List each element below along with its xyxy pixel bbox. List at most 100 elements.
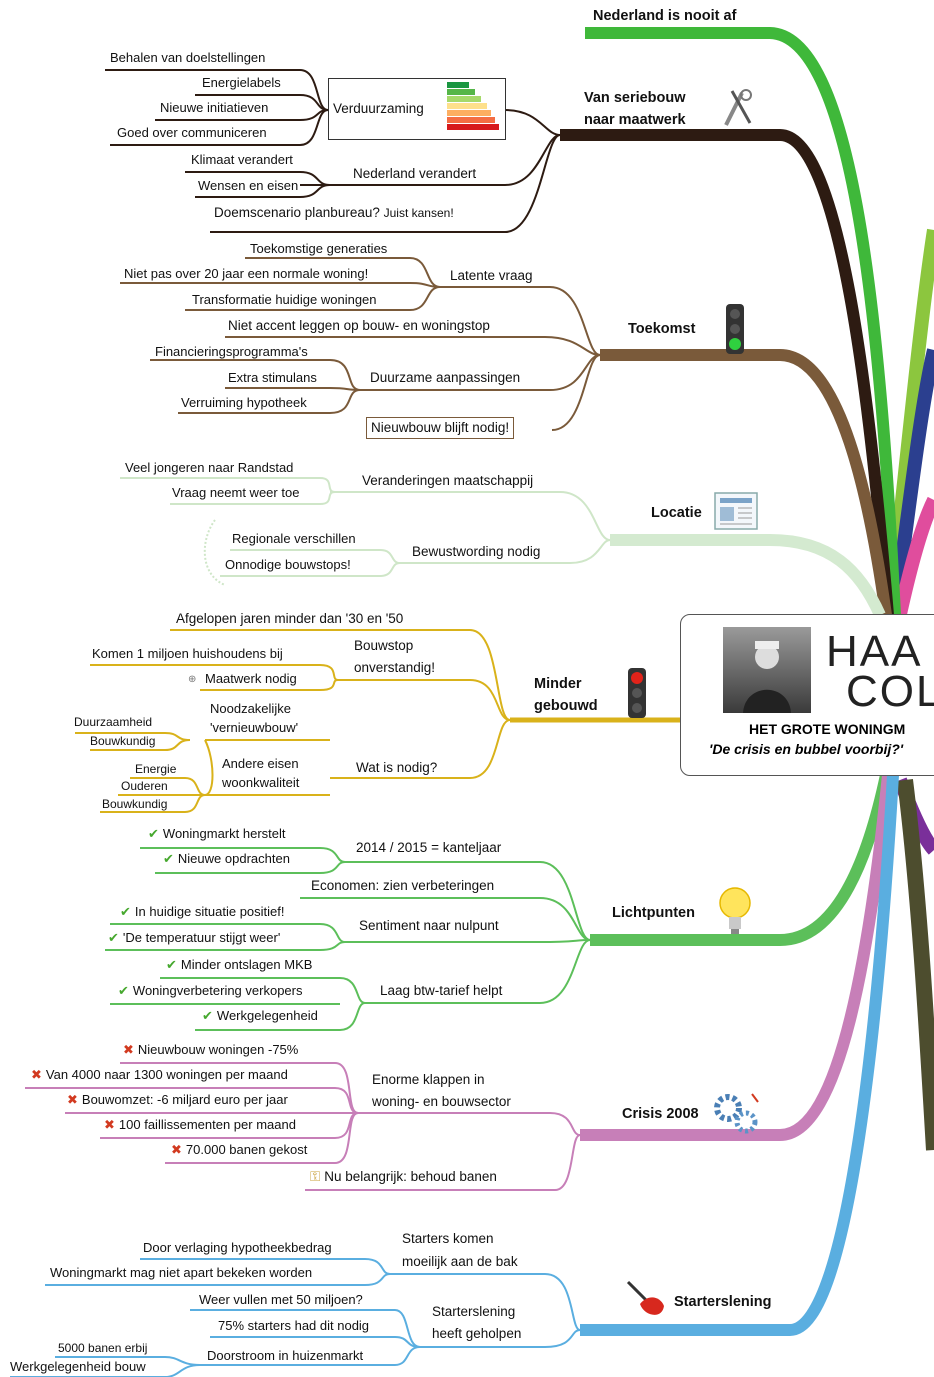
branch-lichtpunten[interactable]: Lichtpunten [612,905,695,921]
leaf-bouwkundig-2[interactable]: Bouwkundig [102,797,168,811]
node-noodzakelijke-line2[interactable]: 'vernieuwbouw' [210,720,299,735]
node-bewustwording[interactable]: Bewustwording nodig [412,544,541,559]
node-noodzakelijke-line1[interactable]: Noodzakelijke [210,701,291,716]
leaf-4000[interactable]: ✖Van 4000 naar 1300 woningen per maand [31,1067,288,1083]
branch-nooit-af[interactable]: Nederland is nooit af [593,8,737,24]
leaf-vraag-neemt-toe[interactable]: Vraag neemt weer toe [172,485,300,500]
leaf-generaties[interactable]: Toekomstige generaties [250,241,388,256]
leaf-energielabels[interactable]: Energielabels [202,75,281,90]
leaf-financiering[interactable]: Financieringsprogramma's [155,344,308,359]
leaf-doorstroom[interactable]: Doorstroom in huizenmarkt [207,1348,364,1363]
leaf-wensen[interactable]: Wensen en eisen [198,178,299,193]
branch-minder-line2[interactable]: gebouwd [534,698,598,714]
branch-toekomst[interactable]: Toekomst [628,321,696,337]
leaf-werkgelegenheid-bouw[interactable]: Werkgelegenheid bouw [10,1359,146,1374]
leaf-temperatuur[interactable]: ✔'De temperatuur stijgt weer' [108,930,280,946]
leaf-normale-woning[interactable]: Niet pas over 20 jaar een normale woning… [124,266,369,281]
leaf-transformatie[interactable]: Transformatie huidige woningen [192,292,377,307]
leaf-jongeren[interactable]: Veel jongeren naar Randstad [125,460,294,475]
leaf-bouwomzet[interactable]: ✖Bouwomzet: -6 miljard euro per jaar [67,1092,288,1108]
leaf-regionale[interactable]: Regionale verschillen [232,531,356,546]
leaf-nieuwbouw-75-label: Nieuwbouw woningen -75% [137,1042,299,1057]
leaf-50-miljoen[interactable]: Weer vullen met 50 miljoen? [199,1292,363,1307]
leaf-werkgelegenheid[interactable]: ✔Werkgelegenheid [202,1008,318,1024]
leaf-bouwkundig-1[interactable]: Bouwkundig [90,734,156,748]
node-klappen-line1[interactable]: Enorme klappen in [372,1072,485,1087]
cross-icon: ✖ [104,1117,115,1132]
leaf-banen[interactable]: ✖70.000 banen gekost [171,1142,307,1158]
leaf-ontslagen[interactable]: ✔Minder ontslagen MKB [166,957,312,973]
node-nieuwbouw[interactable]: Nieuwbouw blijft nodig! [366,417,515,439]
node-doemscenario[interactable]: Doemscenario planbureau? Juist kansen! [214,205,454,221]
leaf-huishoudens[interactable]: Komen 1 miljoen huishoudens bij [92,646,283,661]
leaf-positief[interactable]: ✔In huidige situatie positief! [120,904,285,920]
node-moeilijk-line1[interactable]: Starters komen [402,1231,494,1246]
node-bouwstop-line1[interactable]: Bouwstop [354,638,414,653]
node-geholpen-line1[interactable]: Starterslening [432,1304,516,1319]
branch-seriebouw-line1[interactable]: Van seriebouw [584,90,686,106]
node-duurzame[interactable]: Duurzame aanpassingen [370,370,521,385]
leaf-verlaging[interactable]: Door verlaging hypotheekbedrag [143,1240,332,1255]
branch-seriebouw-line2[interactable]: naar maatwerk [584,112,686,128]
branch-starterslening[interactable]: Starterslening [674,1294,772,1310]
leaf-faillissementen[interactable]: ✖100 faillissementen per maand [104,1117,296,1133]
tools-icon [718,85,758,134]
node-economen[interactable]: Economen: zien verbeteringen [311,878,495,893]
node-wat-nodig[interactable]: Wat is nodig? [356,760,438,775]
leaf-5000-banen[interactable]: 5000 banen erbij [58,1341,148,1355]
leaf-bouwomzet-label: Bouwomzet: -6 miljard euro per jaar [81,1092,288,1107]
leaf-stimulans[interactable]: Extra stimulans [228,370,317,385]
node-btw[interactable]: Laag btw-tarief helpt [380,983,503,998]
leaf-ontslagen-label: Minder ontslagen MKB [180,957,313,972]
central-title: HET GROTE WONINGM [749,721,906,737]
leaf-75-starters[interactable]: 75% starters had dit nodig [218,1318,370,1333]
node-latente-vraag[interactable]: Latente vraag [450,268,533,283]
traffic-light-green-icon [724,304,746,359]
node-andere-line2[interactable]: woonkwaliteit [222,775,300,790]
node-bouwstop-line2[interactable]: onverstandig! [354,660,436,675]
check-icon: ✔ [108,930,119,945]
node-sentiment[interactable]: Sentiment naar nulpunt [359,918,499,933]
gears-icon [712,1090,762,1141]
leaf-maatwerk[interactable]: Maatwerk nodig [205,671,297,686]
branch-crisis[interactable]: Crisis 2008 [622,1106,699,1122]
node-behoud-label: Nu belangrijk: behoud banen [324,1169,497,1184]
leaf-woningverbetering[interactable]: ✔Woningverbetering verkopers [118,983,302,999]
expand-icon[interactable]: ⊕ [188,674,197,685]
leaf-duurzaamheid[interactable]: Duurzaamheid [74,715,153,729]
key-icon: ⚿ [310,1169,321,1184]
check-icon: ✔ [148,826,159,841]
node-moeilijk-line2[interactable]: moeilijk aan de bak [402,1254,518,1269]
leaf-energie[interactable]: Energie [135,762,177,776]
leaf-doelstellingen[interactable]: Behalen van doelstellingen [110,50,266,65]
person-photo-icon [743,641,791,713]
node-accent[interactable]: Niet accent leggen op bouw- en woningsto… [228,318,490,333]
central-node[interactable]: HAA COL HET GROTE WONINGM 'De crisis en … [680,614,934,776]
branch-locatie[interactable]: Locatie [651,505,702,521]
branch-minder-line1[interactable]: Minder [534,676,582,692]
newspaper-icon [714,492,758,535]
leaf-bouwstops[interactable]: Onnodige bouwstops! [225,557,351,572]
node-klappen-line2[interactable]: woning- en bouwsector [372,1094,511,1109]
leaf-apart[interactable]: Woningmarkt mag niet apart bekeken worde… [50,1265,313,1280]
leaf-herstelt-label: Woningmarkt herstelt [162,826,286,841]
verduurzaming-node[interactable]: Verduurzaming [328,78,506,140]
leaf-herstelt[interactable]: ✔Woningmarkt herstelt [148,826,286,842]
leaf-ouderen[interactable]: Ouderen [121,779,168,793]
node-andere-line1[interactable]: Andere eisen [222,756,299,771]
leaf-hypotheek[interactable]: Verruiming hypotheek [181,395,307,410]
leaf-woningverbetering-label: Woningverbetering verkopers [132,983,303,998]
node-afgelopen[interactable]: Afgelopen jaren minder dan '30 en '50 [176,611,404,626]
check-icon: ✔ [120,904,131,919]
leaf-communiceren[interactable]: Goed over communiceren [117,125,267,140]
leaf-klimaat[interactable]: Klimaat verandert [191,152,293,167]
node-behoud[interactable]: ⚿Nu belangrijk: behoud banen [310,1169,497,1185]
leaf-opdrachten[interactable]: ✔Nieuwe opdrachten [163,851,290,867]
node-geholpen-line2[interactable]: heeft geholpen [432,1326,522,1341]
leaf-4000-label: Van 4000 naar 1300 woningen per maand [45,1067,288,1082]
node-kanteljaar[interactable]: 2014 / 2015 = kanteljaar [356,840,502,855]
leaf-initiatieven[interactable]: Nieuwe initiatieven [160,100,269,115]
node-nl-verandert[interactable]: Nederland verandert [353,166,477,181]
node-veranderingen[interactable]: Veranderingen maatschappij [362,473,534,488]
leaf-nieuwbouw-75[interactable]: ✖Nieuwbouw woningen -75% [123,1042,298,1058]
